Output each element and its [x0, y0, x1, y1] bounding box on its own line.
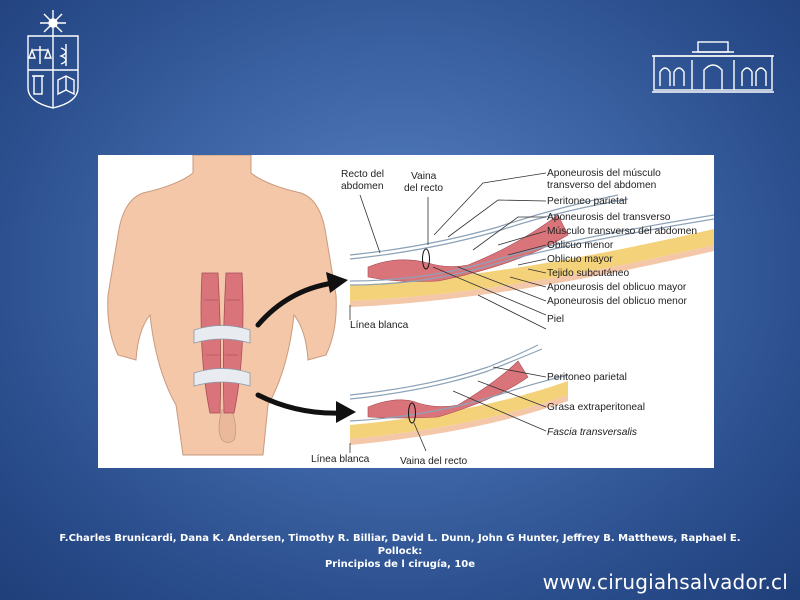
scales-icon	[27, 46, 53, 64]
upper-cross-section	[349, 194, 714, 307]
label-peritoneo-lower: Peritoneo parietal	[547, 372, 627, 383]
label-right-10: Piel	[547, 314, 564, 325]
caduceus-icon	[59, 44, 67, 66]
label-right-2: Peritoneo parietal	[547, 196, 627, 207]
citation-book: Principios de l cirugía, 10e	[324, 559, 476, 570]
abdominal-wall-diagram: Recto del abdomen Vaina del recto Línea …	[98, 155, 714, 468]
label-linea-blanca-top: Línea blanca	[350, 320, 409, 331]
arrow-icon	[255, 280, 346, 416]
label-right-8: Aponeurosis del oblicuo mayor	[547, 282, 687, 293]
lower-cross-section	[349, 344, 569, 445]
label-grasa: Grasa extraperitoneal	[547, 402, 645, 413]
column-icon	[32, 75, 44, 95]
label-right-6: Oblicuo mayor	[547, 254, 613, 265]
citation-authors: F.Charles Brunicardi, Dana K. Andersen, …	[59, 533, 741, 557]
label-linea-blanca-lower: Línea blanca	[311, 454, 370, 465]
hospital-building-logo	[652, 40, 774, 96]
torso-illustration	[107, 155, 337, 456]
label-vaina-1: Vaina	[411, 171, 437, 182]
citation: F.Charles Brunicardi, Dana K. Andersen, …	[40, 532, 760, 571]
book-icon	[57, 75, 75, 96]
label-right-4: Músculo transverso del abdomen	[547, 226, 697, 237]
label-vaina-lower: Vaina del recto	[400, 456, 468, 467]
label-right-3: Aponeurosis del transverso	[547, 212, 671, 223]
label-recto-abdomen-2: abdomen	[341, 181, 383, 192]
university-seal-logo	[22, 10, 84, 110]
window-arch-icon	[659, 60, 767, 90]
label-vaina-2: del recto	[404, 183, 443, 194]
label-fascia: Fascia transversalis	[547, 427, 637, 438]
label-right-9: Aponeurosis del oblicuo menor	[547, 296, 687, 307]
label-right-5: Oblicuo menor	[547, 240, 614, 251]
label-right-7: Tejido subcutáneo	[547, 268, 629, 279]
star-icon	[40, 10, 66, 36]
website-url: www.cirugiahsalvador.cl	[542, 570, 788, 594]
label-recto-abdomen-1: Recto del	[341, 169, 384, 180]
label-right-1: transverso del abdomen	[547, 180, 656, 191]
label-right-0: Aponeurosis del músculo	[547, 168, 661, 179]
